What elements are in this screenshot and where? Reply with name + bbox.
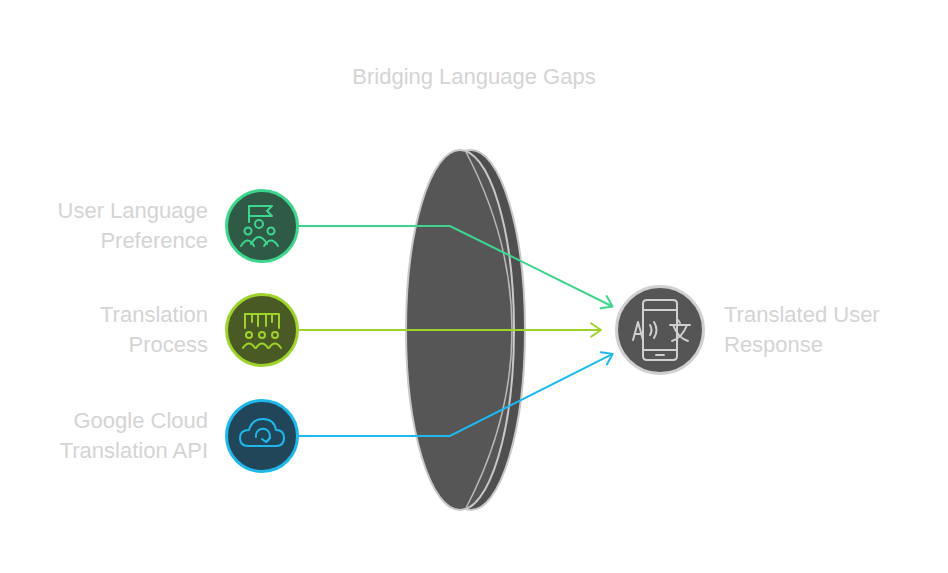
icon-stroke (262, 438, 270, 442)
circle-outline (227, 401, 298, 472)
node-icon (241, 206, 278, 246)
input-circle: User Language Preference (225, 189, 299, 263)
icon-stroke (643, 310, 677, 355)
icon-stroke (264, 241, 278, 247)
icon-stroke (240, 419, 284, 446)
node-label: Translation Process (33, 300, 208, 360)
icon-stroke (259, 332, 265, 338)
node-icon (240, 419, 284, 446)
node-label: User Language Preference (33, 196, 208, 256)
icon-stroke (241, 241, 254, 247)
circle-outline (227, 295, 298, 366)
input-circle: Google Cloud Translation API (225, 399, 299, 473)
result-circle: Translated User Response (615, 285, 705, 375)
icon-stroke (633, 322, 643, 340)
connector-line (299, 354, 613, 436)
node-icon (243, 314, 281, 348)
connector-line (299, 329, 601, 331)
arrowhead (591, 323, 601, 337)
icon-stroke (269, 344, 281, 349)
icon-stroke (245, 314, 279, 328)
icon-stroke (255, 220, 263, 228)
input-circle: Translation Process (225, 293, 299, 367)
arrow-connector (299, 352, 613, 436)
icon-stroke (244, 314, 246, 328)
circle-shape (615, 285, 705, 375)
icon-stroke (251, 237, 267, 244)
icon-stroke (650, 322, 657, 338)
circle-outline (617, 287, 704, 374)
diagram-title: Bridging Language Gaps (0, 62, 948, 92)
icon-stroke (670, 320, 690, 341)
circle-shape (225, 293, 299, 367)
node-label: Translated User Response (724, 300, 914, 360)
arrow-connector (299, 323, 601, 337)
icon-stroke (256, 429, 270, 442)
icon-stroke (245, 227, 252, 234)
icon-stroke (243, 344, 255, 349)
icon-stroke (272, 332, 278, 338)
icon-stroke (643, 300, 677, 360)
icon-stroke (248, 206, 250, 222)
arrowhead (601, 352, 613, 364)
icon-stroke (256, 344, 268, 349)
node-label: Google Cloud Translation API (33, 406, 208, 466)
connector-line (299, 226, 613, 306)
icon-stroke (268, 228, 275, 235)
icon-stroke (249, 206, 272, 216)
arrow-connector (299, 226, 613, 308)
circle-shape (225, 399, 299, 473)
arrowhead (601, 296, 613, 308)
circle-shape (225, 189, 299, 263)
icon-stroke (246, 332, 252, 338)
icon-stroke (252, 314, 272, 326)
node-icon (633, 300, 690, 360)
circle-outline (227, 191, 298, 262)
